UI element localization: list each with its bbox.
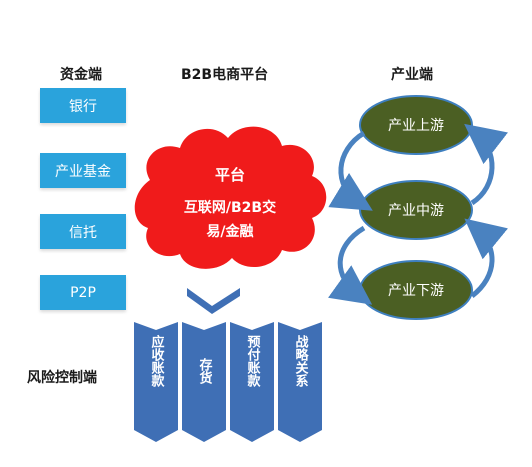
cycle-arrow-left-upper-icon xyxy=(328,130,373,211)
platform-cloud: 平台 互联网/B2B交 易/金融 xyxy=(134,126,327,269)
fund-box-bank: 银行 xyxy=(40,88,126,123)
risk-chevron-receivables: 应收账款 xyxy=(134,322,178,442)
risk-chevron-strategic: 战略关系 xyxy=(278,322,322,442)
fund-box-label: 产业基金 xyxy=(55,163,111,180)
cycle-arrow-right-upper-icon xyxy=(464,123,509,206)
chain-node-upstream: 产业上游 xyxy=(359,95,473,155)
platform-header: B2B电商平台 xyxy=(181,67,269,83)
risk-control-label: 风险控制端 xyxy=(27,370,97,386)
chain-node-label: 产业下游 xyxy=(388,283,444,299)
fund-box-trust: 信托 xyxy=(40,214,126,249)
risk-item-label: 预付账款 xyxy=(245,335,261,388)
fund-box-p2p: P2P xyxy=(40,275,126,310)
down-chevron-icon xyxy=(187,288,240,314)
risk-item-label: 战略关系 xyxy=(293,334,309,388)
risk-item-label: 存货 xyxy=(197,357,213,385)
industry-header: 产业端 xyxy=(391,67,433,83)
cycle-arrow-right-lower-icon xyxy=(464,218,509,298)
cycle-arrow-left-lower-icon xyxy=(328,225,373,305)
chain-node-downstream: 产业下游 xyxy=(359,260,473,320)
fund-box-label: P2P xyxy=(70,284,96,301)
cloud-title: 平台 xyxy=(215,166,245,184)
chain-node-label: 产业上游 xyxy=(388,118,444,134)
fund-box-industry-fund: 产业基金 xyxy=(40,153,126,188)
risk-chevron-prepayments: 预付账款 xyxy=(230,322,274,442)
chain-node-label: 产业中游 xyxy=(388,203,444,219)
cloud-line-1: 互联网/B2B交 xyxy=(184,199,276,216)
risk-chevron-inventory: 存货 xyxy=(182,322,226,442)
cloud-line-2: 易/金融 xyxy=(206,223,253,240)
funding-header: 资金端 xyxy=(60,67,102,83)
fund-box-label: 信托 xyxy=(69,224,97,241)
fund-box-label: 银行 xyxy=(69,98,97,115)
chain-node-midstream: 产业中游 xyxy=(359,180,473,240)
risk-item-label: 应收账款 xyxy=(149,334,165,388)
